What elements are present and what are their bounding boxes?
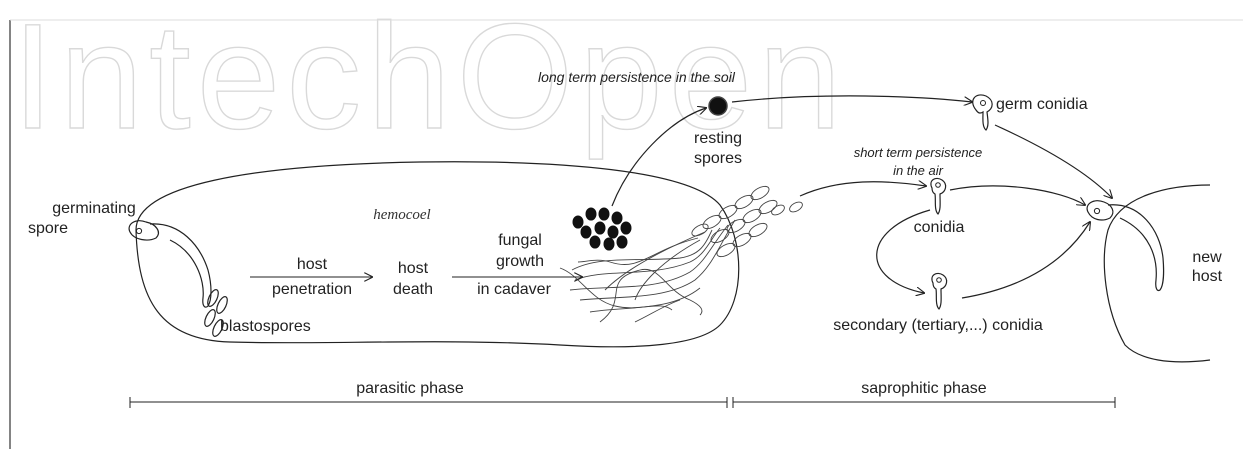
label-host-penetration-line1: host xyxy=(297,256,328,273)
arrow-chains-to-conidia xyxy=(800,182,926,196)
label-long-term-persistence: long term persistence in the soil xyxy=(538,69,736,85)
label-fungal-line3: in cadaver xyxy=(477,281,551,298)
saprophitic-phase-scale xyxy=(733,397,1115,408)
label-germinating-line1: germinating xyxy=(52,200,136,217)
label-host-death-line2: death xyxy=(393,281,433,298)
resting-spores-cluster-icon xyxy=(573,208,631,250)
label-host-death-line1: host xyxy=(398,260,429,277)
label-new-host-line1: new xyxy=(1192,249,1222,266)
label-germinating-line2: spore xyxy=(28,220,68,237)
resting-spore-icon xyxy=(709,97,727,115)
label-new-host-line2: host xyxy=(1192,268,1223,285)
label-hemocoel: hemocoel xyxy=(373,207,430,223)
label-fungal-line2: growth xyxy=(496,253,544,270)
label-saprophitic-phase: saprophitic phase xyxy=(861,380,987,397)
label-secondary-conidia: secondary (tertiary,...) conidia xyxy=(833,317,1043,334)
label-short-term-line2: in the air xyxy=(893,163,944,178)
label-resting-line2: spores xyxy=(694,150,742,167)
germ-conidium-icon xyxy=(973,95,992,130)
secondary-conidium-icon xyxy=(932,273,947,309)
label-fungal-line1: fungal xyxy=(498,232,542,249)
conidium-icon xyxy=(931,178,946,214)
arrow-secondary-to-new-host xyxy=(962,222,1090,298)
label-conidia: conidia xyxy=(914,219,965,236)
label-resting-line1: resting xyxy=(694,130,742,147)
label-parasitic-phase: parasitic phase xyxy=(356,380,464,397)
arrow-conidia-to-new-host xyxy=(950,186,1085,205)
label-germ-conidia: germ conidia xyxy=(996,96,1088,113)
germinating-spore-icon xyxy=(129,221,211,307)
new-host-germinating-spore-icon xyxy=(1087,201,1163,291)
label-blastospores: blastospores xyxy=(220,318,311,335)
label-short-term-line1: short term persistence xyxy=(854,145,983,160)
label-host-penetration-line2: penetration xyxy=(272,281,352,298)
parasitic-phase-scale xyxy=(130,397,727,408)
